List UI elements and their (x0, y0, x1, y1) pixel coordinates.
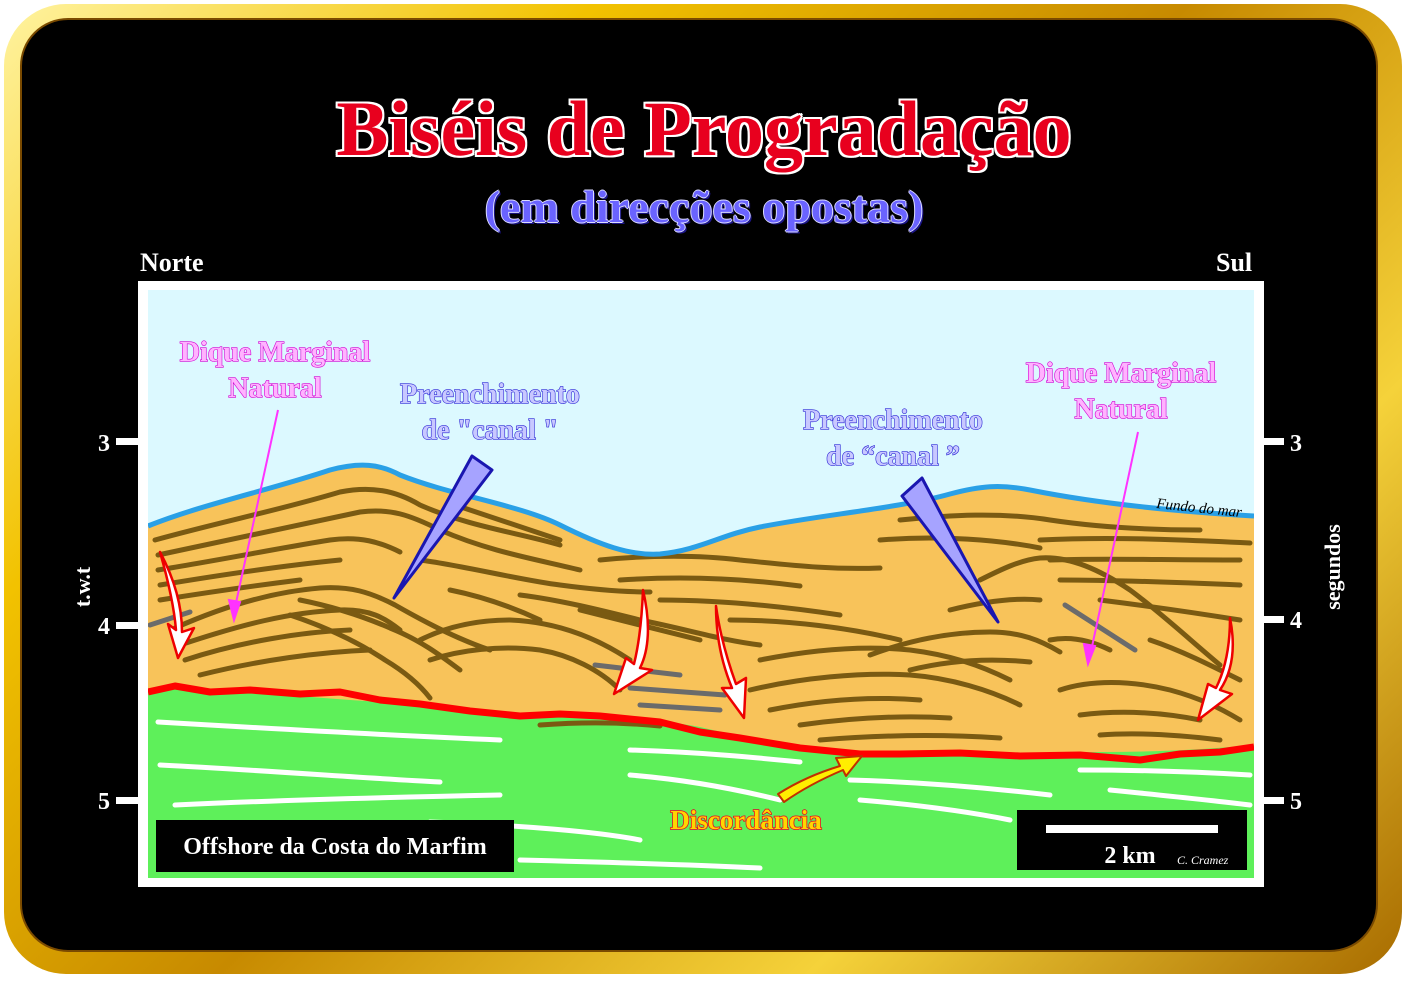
direction-north: Norte (140, 248, 204, 277)
channel-right-label-line1: Preenchimento (803, 405, 983, 436)
seafloor-line (148, 462, 1254, 557)
right-tick-label-4: 4 (1290, 608, 1302, 634)
channel-right-label-line2: de “canal ” (826, 441, 960, 472)
scale-box (1017, 810, 1247, 870)
right-axis: 3 4 5 segundos (1264, 431, 1345, 815)
left-axis-title: t.w.t (70, 566, 95, 607)
right-tick-3 (1264, 438, 1284, 445)
channel-arrow-right (900, 476, 1000, 624)
slide-title: Biséis de Progradação (336, 85, 1072, 172)
onlap-arrow-1 (158, 550, 196, 660)
location-box (156, 820, 514, 872)
levee-left-label-line1: Dique Marginal (180, 337, 371, 368)
left-tick-3 (116, 438, 138, 445)
levee-right-label-line2: Natural (1074, 394, 1168, 425)
direction-south: Sul (1216, 248, 1253, 277)
credit-label: C. Cramez (1177, 853, 1229, 867)
unconformity-label: Discordância (670, 805, 822, 835)
right-tick-4 (1264, 616, 1284, 623)
left-tick-5 (116, 797, 138, 804)
onlap-arrow-4 (1196, 616, 1234, 722)
right-axis-title: segundos (1320, 524, 1345, 610)
levee-left-label-line2: Natural (228, 373, 322, 404)
left-tick-label-4: 4 (98, 614, 110, 640)
scale-label: 2 km (1104, 843, 1155, 869)
channel-left-label-line1: Preenchimento (400, 379, 580, 410)
location-label: Offshore da Costa do Marfim (183, 834, 487, 860)
left-tick-label-3: 3 (98, 431, 110, 457)
onlap-arrow-3 (714, 604, 748, 720)
channel-left-label-line2: de "canal " (422, 415, 559, 446)
unconformity-line (148, 682, 1254, 764)
levee-pointers (227, 409, 1139, 668)
left-tick-label-5: 5 (98, 789, 110, 815)
right-tick-5 (1264, 797, 1284, 804)
onlap-arrow-2 (612, 588, 654, 696)
levee-right-label-line1: Dique Marginal (1026, 358, 1217, 389)
left-axis: 3 4 5 t.w.t (70, 431, 138, 815)
right-tick-label-3: 3 (1290, 431, 1302, 457)
right-tick-label-5: 5 (1290, 789, 1302, 815)
reflector-lines (152, 486, 1253, 743)
scale-bar (1046, 825, 1218, 833)
unconformity-arrow (777, 755, 863, 803)
channel-arrow-left (392, 454, 494, 600)
left-tick-4 (116, 622, 138, 629)
slide-subtitle: (em direcções opostas) (484, 181, 924, 232)
onlap-arrows (158, 550, 1234, 722)
